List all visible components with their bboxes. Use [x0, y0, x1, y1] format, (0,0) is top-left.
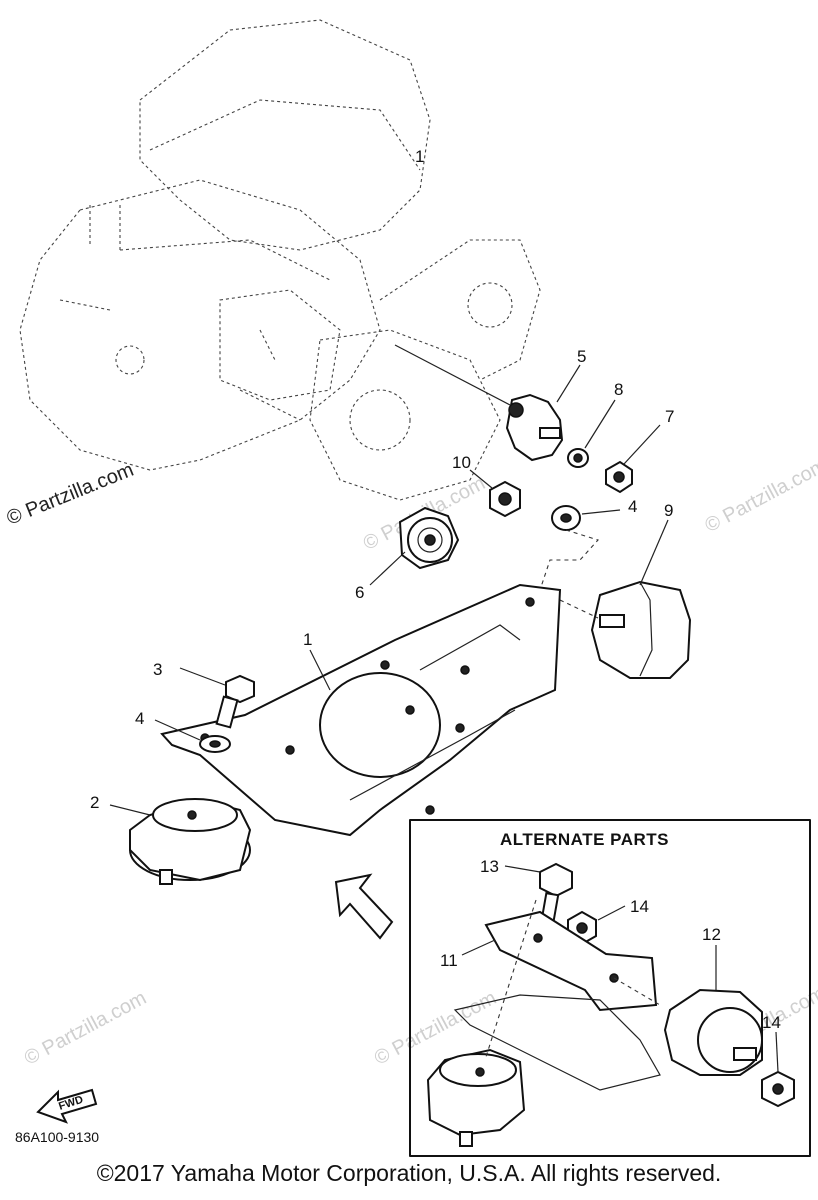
connector-line: [534, 529, 599, 611]
connector-line: [559, 599, 599, 619]
alt-mount-part: [663, 945, 763, 1076]
bracket-part: [394, 344, 581, 462]
callout-mount-large: 9: [664, 501, 673, 520]
callout-washer-upper: 4: [628, 497, 637, 516]
callout-alt-nut-right: 14: [762, 1013, 781, 1032]
washer-small-part: [567, 399, 616, 468]
callout-engine: 1: [415, 147, 424, 166]
connector-line: [484, 899, 537, 1061]
watermark-faint: © Partzilla.com: [21, 987, 150, 1070]
washer-lower-part: [154, 719, 231, 753]
bolt-part: [179, 667, 255, 729]
mount-large-part: [590, 519, 692, 679]
callout-alt-mount: 12: [702, 925, 721, 944]
callout-nut-flange: 10: [452, 453, 471, 472]
washer-upper-part: [551, 505, 621, 531]
alt-mount-lower-part: [426, 1048, 526, 1147]
diagram-code: 86A100-9130: [15, 1129, 99, 1145]
callout-washer-lower: 4: [135, 709, 144, 728]
callout-alt-bracket: 11: [440, 951, 458, 970]
connector-line: [613, 977, 661, 1006]
watermark-faint: © Partzilla.com: [701, 454, 818, 537]
copyright-notice: ©2017 Yamaha Motor Corporation, U.S.A. A…: [96, 1160, 722, 1186]
bushing-part: [369, 506, 460, 586]
watermark-primary: © Partzilla.com: [4, 459, 137, 530]
alternate-parts-frame: [409, 819, 811, 1157]
callout-nut: 7: [665, 407, 674, 426]
callout-mount-lower: 2: [90, 793, 99, 812]
nut-part: [605, 424, 661, 494]
direction-arrow: [334, 873, 394, 940]
alt-bracket-part: [461, 910, 658, 1012]
nut-flange-part: [469, 469, 521, 518]
alt-plate-ghost: [453, 994, 661, 1091]
alternate-parts-title: ALTERNATE PARTS: [500, 830, 669, 849]
mount-lower-part: [109, 798, 252, 885]
alt-nut-right-part: [761, 1031, 795, 1108]
callout-alt-nut-top: 14: [630, 897, 649, 916]
callout-plate: 1: [303, 630, 312, 649]
fwd-arrow-icon: FWD: [36, 1088, 98, 1124]
callout-alt-bolt: 13: [480, 857, 499, 876]
callout-bushing: 6: [355, 583, 364, 602]
callout-washer-small: 8: [614, 380, 623, 399]
engine-outline: [19, 19, 541, 501]
skid-plate-part: [160, 583, 562, 837]
callout-bracket: 5: [577, 347, 586, 366]
callout-bolt: 3: [153, 660, 162, 679]
